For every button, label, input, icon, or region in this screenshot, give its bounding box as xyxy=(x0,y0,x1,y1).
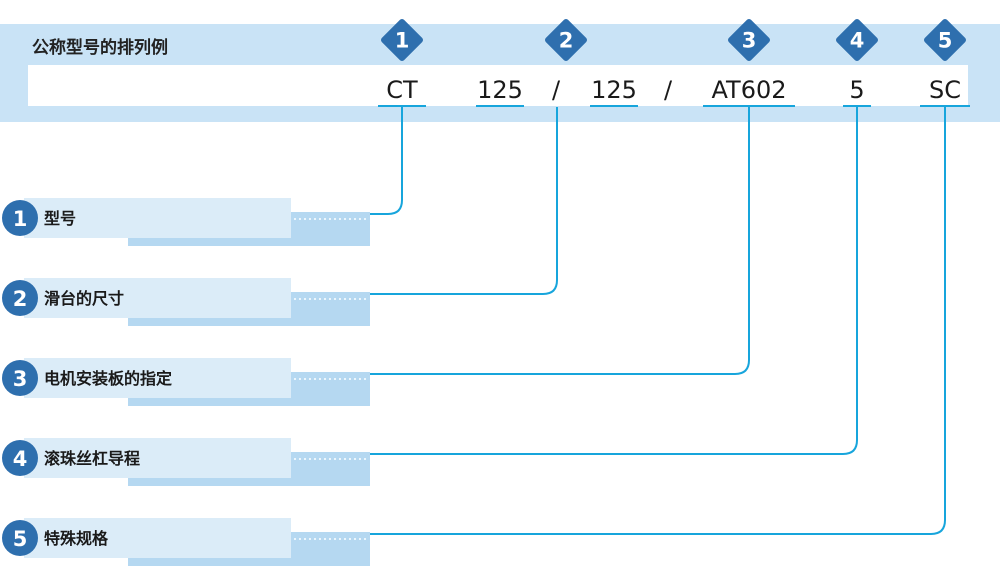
item-bar-extension xyxy=(291,292,370,318)
item-row: 3 电机安装板的指定 xyxy=(2,358,370,406)
item-rows: 1 型号 2 滑台的尺寸 3 电机安装板的指定 4 滚珠丝杠导程 5 特殊规格 xyxy=(2,198,370,566)
item-label: 型号 xyxy=(44,209,76,228)
item-bar-extension xyxy=(291,212,370,238)
badge-diamond xyxy=(924,19,966,61)
item-label: 特殊规格 xyxy=(44,529,109,548)
item-row: 5 特殊规格 xyxy=(2,518,370,566)
connector-line xyxy=(370,107,558,295)
item-bar xyxy=(24,198,291,238)
item-badge xyxy=(2,360,38,396)
header-badge: 1 xyxy=(381,19,423,61)
item-bar xyxy=(24,438,291,478)
connector-line xyxy=(370,107,858,455)
badge-diamond xyxy=(836,19,878,61)
item-bar-extension xyxy=(291,452,370,478)
badge-number: 5 xyxy=(938,29,953,53)
item-badge xyxy=(2,440,38,476)
code-segment: / xyxy=(552,76,561,104)
connector-line xyxy=(370,107,403,215)
item-bar xyxy=(24,358,291,398)
item-number: 4 xyxy=(13,447,28,471)
code-segment: 125 xyxy=(477,76,523,104)
badge-number: 4 xyxy=(850,29,865,53)
badge-number: 1 xyxy=(395,29,410,53)
item-row: 1 型号 xyxy=(2,198,370,246)
header-badge: 4 xyxy=(836,19,878,61)
item-bar-extension xyxy=(291,372,370,398)
code-segment: AT602 xyxy=(711,76,786,104)
item-number: 1 xyxy=(13,207,28,231)
header-title: 公称型号的排列例 xyxy=(32,37,168,58)
connectors xyxy=(370,107,946,535)
header-title-strip xyxy=(0,24,1000,65)
header-badge: 2 xyxy=(545,19,587,61)
header-badge: 3 xyxy=(728,19,770,61)
item-badge xyxy=(2,200,38,236)
badge-number: 3 xyxy=(742,29,757,53)
item-bar xyxy=(24,278,291,318)
header-badge: 5 xyxy=(924,19,966,61)
item-bar xyxy=(24,518,291,558)
badge-diamond xyxy=(381,19,423,61)
item-badge xyxy=(2,280,38,316)
badge-diamond xyxy=(728,19,770,61)
connector-line xyxy=(370,107,946,535)
header-code-panel xyxy=(28,65,968,106)
badge-number: 2 xyxy=(559,29,574,53)
item-label: 滑台的尺寸 xyxy=(44,289,124,308)
code-segment: 5 xyxy=(849,76,864,104)
code-segment: / xyxy=(664,76,673,104)
item-number: 2 xyxy=(13,287,28,311)
connector-line xyxy=(370,107,750,375)
item-label: 电机安装板的指定 xyxy=(44,369,172,388)
badge-diamond xyxy=(545,19,587,61)
item-badge xyxy=(2,520,38,556)
code-segment: SC xyxy=(929,76,961,104)
item-row: 2 滑台的尺寸 xyxy=(2,278,370,326)
code-segment: CT xyxy=(386,76,418,104)
item-label: 滚珠丝杠导程 xyxy=(44,449,140,468)
code-segment: 125 xyxy=(591,76,637,104)
item-row: 4 滚珠丝杠导程 xyxy=(2,438,370,486)
item-bar-extension xyxy=(291,532,370,558)
item-number: 5 xyxy=(13,527,28,551)
item-number: 3 xyxy=(13,367,28,391)
